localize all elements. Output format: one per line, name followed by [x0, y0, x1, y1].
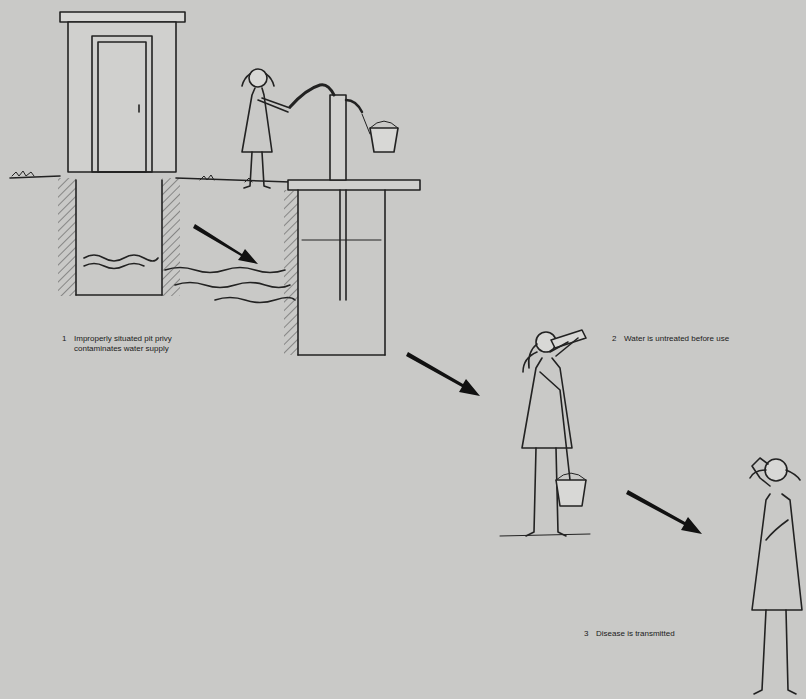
- sequence-arrows: [193, 224, 702, 534]
- callout-number: 2: [612, 334, 624, 344]
- caption-text: Water is untreated before use: [624, 334, 736, 344]
- girl-drinking: [500, 330, 590, 536]
- caption-text: Disease is transmitted: [596, 629, 706, 639]
- pit-privy: [58, 12, 185, 296]
- girl-sick: [750, 458, 802, 694]
- girl-pumping: [242, 69, 290, 188]
- callout-number: 1: [62, 334, 74, 344]
- callout-number: 3: [584, 629, 596, 639]
- caption-text: Improperly situated pit privy contaminat…: [74, 334, 186, 353]
- seepage-line: [165, 268, 285, 273]
- hand-pump: [284, 85, 420, 355]
